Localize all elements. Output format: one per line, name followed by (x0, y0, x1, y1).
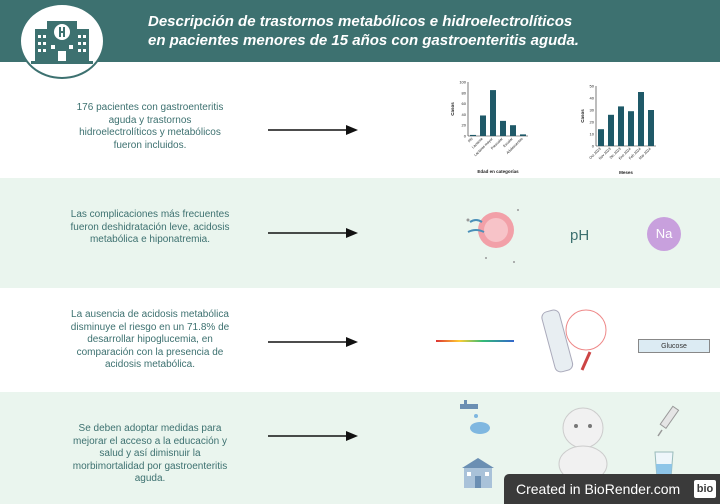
ph-strip-icon (436, 340, 514, 342)
bar (470, 134, 476, 136)
glucometer-icon (541, 309, 607, 373)
syringe-icon (657, 405, 680, 437)
ph-label: pH (570, 227, 590, 244)
bar (480, 115, 486, 136)
y-tick-label: 80 (462, 90, 467, 95)
y-tick-label: 50 (590, 84, 595, 89)
page-title: Descripción de trastornos metabólicos e … (148, 12, 688, 50)
arrow-icon (268, 431, 358, 441)
y-axis-label: Casos (580, 109, 585, 123)
y-tick-label: 40 (590, 96, 595, 101)
sodium-icon: Na (647, 217, 681, 251)
bar (598, 129, 604, 146)
y-tick-label: 10 (590, 132, 595, 137)
y-axis-label: Casos (450, 102, 455, 116)
bar (500, 120, 506, 136)
header-banner: Descripción de trastornos metabólicos e … (0, 0, 720, 62)
biorender-logo: bio (694, 480, 716, 498)
bar (520, 134, 526, 136)
y-tick-label: 0 (464, 134, 467, 139)
row-2 (0, 178, 720, 288)
row-2-text: Las complicaciones más frecuentes fueron… (70, 209, 230, 245)
arrow-icon (268, 228, 358, 238)
bar (618, 106, 624, 146)
row-3-text: La ausencia de acidosis metabólica dismi… (70, 309, 230, 370)
title-line-1: Descripción de trastornos metabólicos e … (148, 13, 573, 30)
bar (608, 114, 614, 146)
hospital-icon (19, 3, 105, 79)
x-tick-label: Escolar (502, 136, 514, 148)
bar (628, 111, 634, 146)
school-icon (462, 458, 494, 488)
row-4-text: Se deben adoptar medidas para mejorar el… (72, 423, 228, 484)
biorender-badge[interactable]: Created in BioRender.com bio (504, 474, 720, 504)
y-tick-label: 40 (462, 112, 467, 117)
y-tick-label: 20 (590, 120, 595, 125)
y-tick-label: 0 (592, 144, 595, 149)
y-tick-label: 30 (590, 108, 595, 113)
red-cell-icon (466, 209, 519, 263)
row-1-text: 176 pacientes con gastroenteritis aguda … (76, 102, 224, 151)
bar (638, 92, 644, 146)
arrow-icon (268, 125, 358, 135)
y-tick-label: 60 (462, 101, 467, 106)
baby-icon (558, 407, 608, 480)
arrow-icon (268, 337, 358, 347)
title-line-2: en pacientes menores de 15 años con gast… (148, 32, 579, 49)
y-tick-label: 100 (459, 80, 466, 85)
bar (510, 125, 516, 136)
bar (648, 110, 654, 146)
x-tick-label: RN (467, 137, 474, 144)
created-in-label: Created in BioRender.com (516, 481, 681, 497)
x-axis-label: Edad en categorías (477, 169, 519, 174)
handwashing-icon (460, 400, 490, 434)
x-axis-label: Meses (619, 170, 633, 175)
bar (490, 90, 496, 136)
glucose-label: Glucose (638, 339, 710, 353)
y-tick-label: 20 (462, 123, 467, 128)
